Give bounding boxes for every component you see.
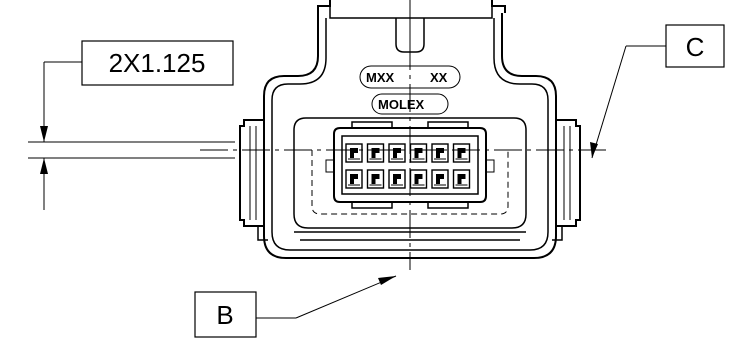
- left-foot: [257, 226, 268, 241]
- lower-skirt: [294, 231, 526, 241]
- terminal-cavity: [366, 143, 385, 163]
- part-marking: MXX XX MOLEX: [359, 65, 461, 115]
- right-foot: [552, 226, 563, 241]
- right-side-ear: [556, 119, 581, 227]
- housing-top-cap-inner: [329, 6, 493, 19]
- inner-frame: [293, 117, 527, 229]
- left-side-ear-inner: [249, 126, 257, 220]
- terminal-cavities: [345, 143, 471, 189]
- dimension-text: 2X1.125: [109, 48, 206, 78]
- left-side-ear: [239, 119, 264, 227]
- dimension-arrow-up: [40, 158, 48, 174]
- marking-frame-line2: [371, 93, 449, 115]
- datum-b-label: B: [216, 300, 233, 330]
- right-side-ear-inner: [563, 126, 571, 220]
- marking-frame-line1: [359, 65, 461, 89]
- datum-c-label: C: [686, 32, 705, 62]
- terminal-cavity: [388, 169, 406, 189]
- terminal-cavity: [388, 143, 406, 163]
- terminal-cavity: [366, 169, 385, 189]
- datum-c-frame: [665, 24, 725, 68]
- housing-outline: [263, 13, 557, 259]
- terminal-cavity: [431, 143, 449, 163]
- housing-top-cap: [317, 0, 506, 13]
- cavity-block-outline: [333, 127, 487, 203]
- dimension-text-frame: [81, 40, 234, 86]
- cavity-block-inner: [341, 135, 479, 195]
- cavity-bottom-keys: [351, 202, 469, 209]
- datum-b-arrow: [378, 276, 396, 285]
- terminal-cavity: [345, 143, 363, 163]
- terminal-cavity: [452, 143, 471, 163]
- connector-housing: [239, 0, 581, 259]
- terminal-cavity: [345, 169, 363, 189]
- terminal-cavity-block: [325, 121, 495, 209]
- dimension-2x1125: 2X1.125: [28, 40, 235, 210]
- datum-c-leader: [591, 45, 627, 159]
- datum-c-callout: C: [590, 24, 725, 159]
- housing-outline-inner: [271, 18, 549, 251]
- dimension-arrow-down: [40, 126, 48, 142]
- marking-mxx: MXX: [366, 70, 395, 85]
- terminal-cavity: [431, 169, 449, 189]
- datum-b-leader: [295, 275, 397, 319]
- cavity-side-lugs: [325, 159, 495, 173]
- terminal-cavity: [409, 169, 428, 189]
- marking-xx: XX: [430, 70, 448, 85]
- datum-b-callout: B: [194, 275, 397, 338]
- cavity-top-keys: [351, 121, 469, 128]
- terminal-cavity: [409, 143, 428, 163]
- datum-b-frame: [194, 291, 257, 338]
- datum-c-arrow: [590, 142, 598, 158]
- marking-molex: MOLEX: [378, 97, 425, 112]
- terminal-cavity: [452, 169, 471, 189]
